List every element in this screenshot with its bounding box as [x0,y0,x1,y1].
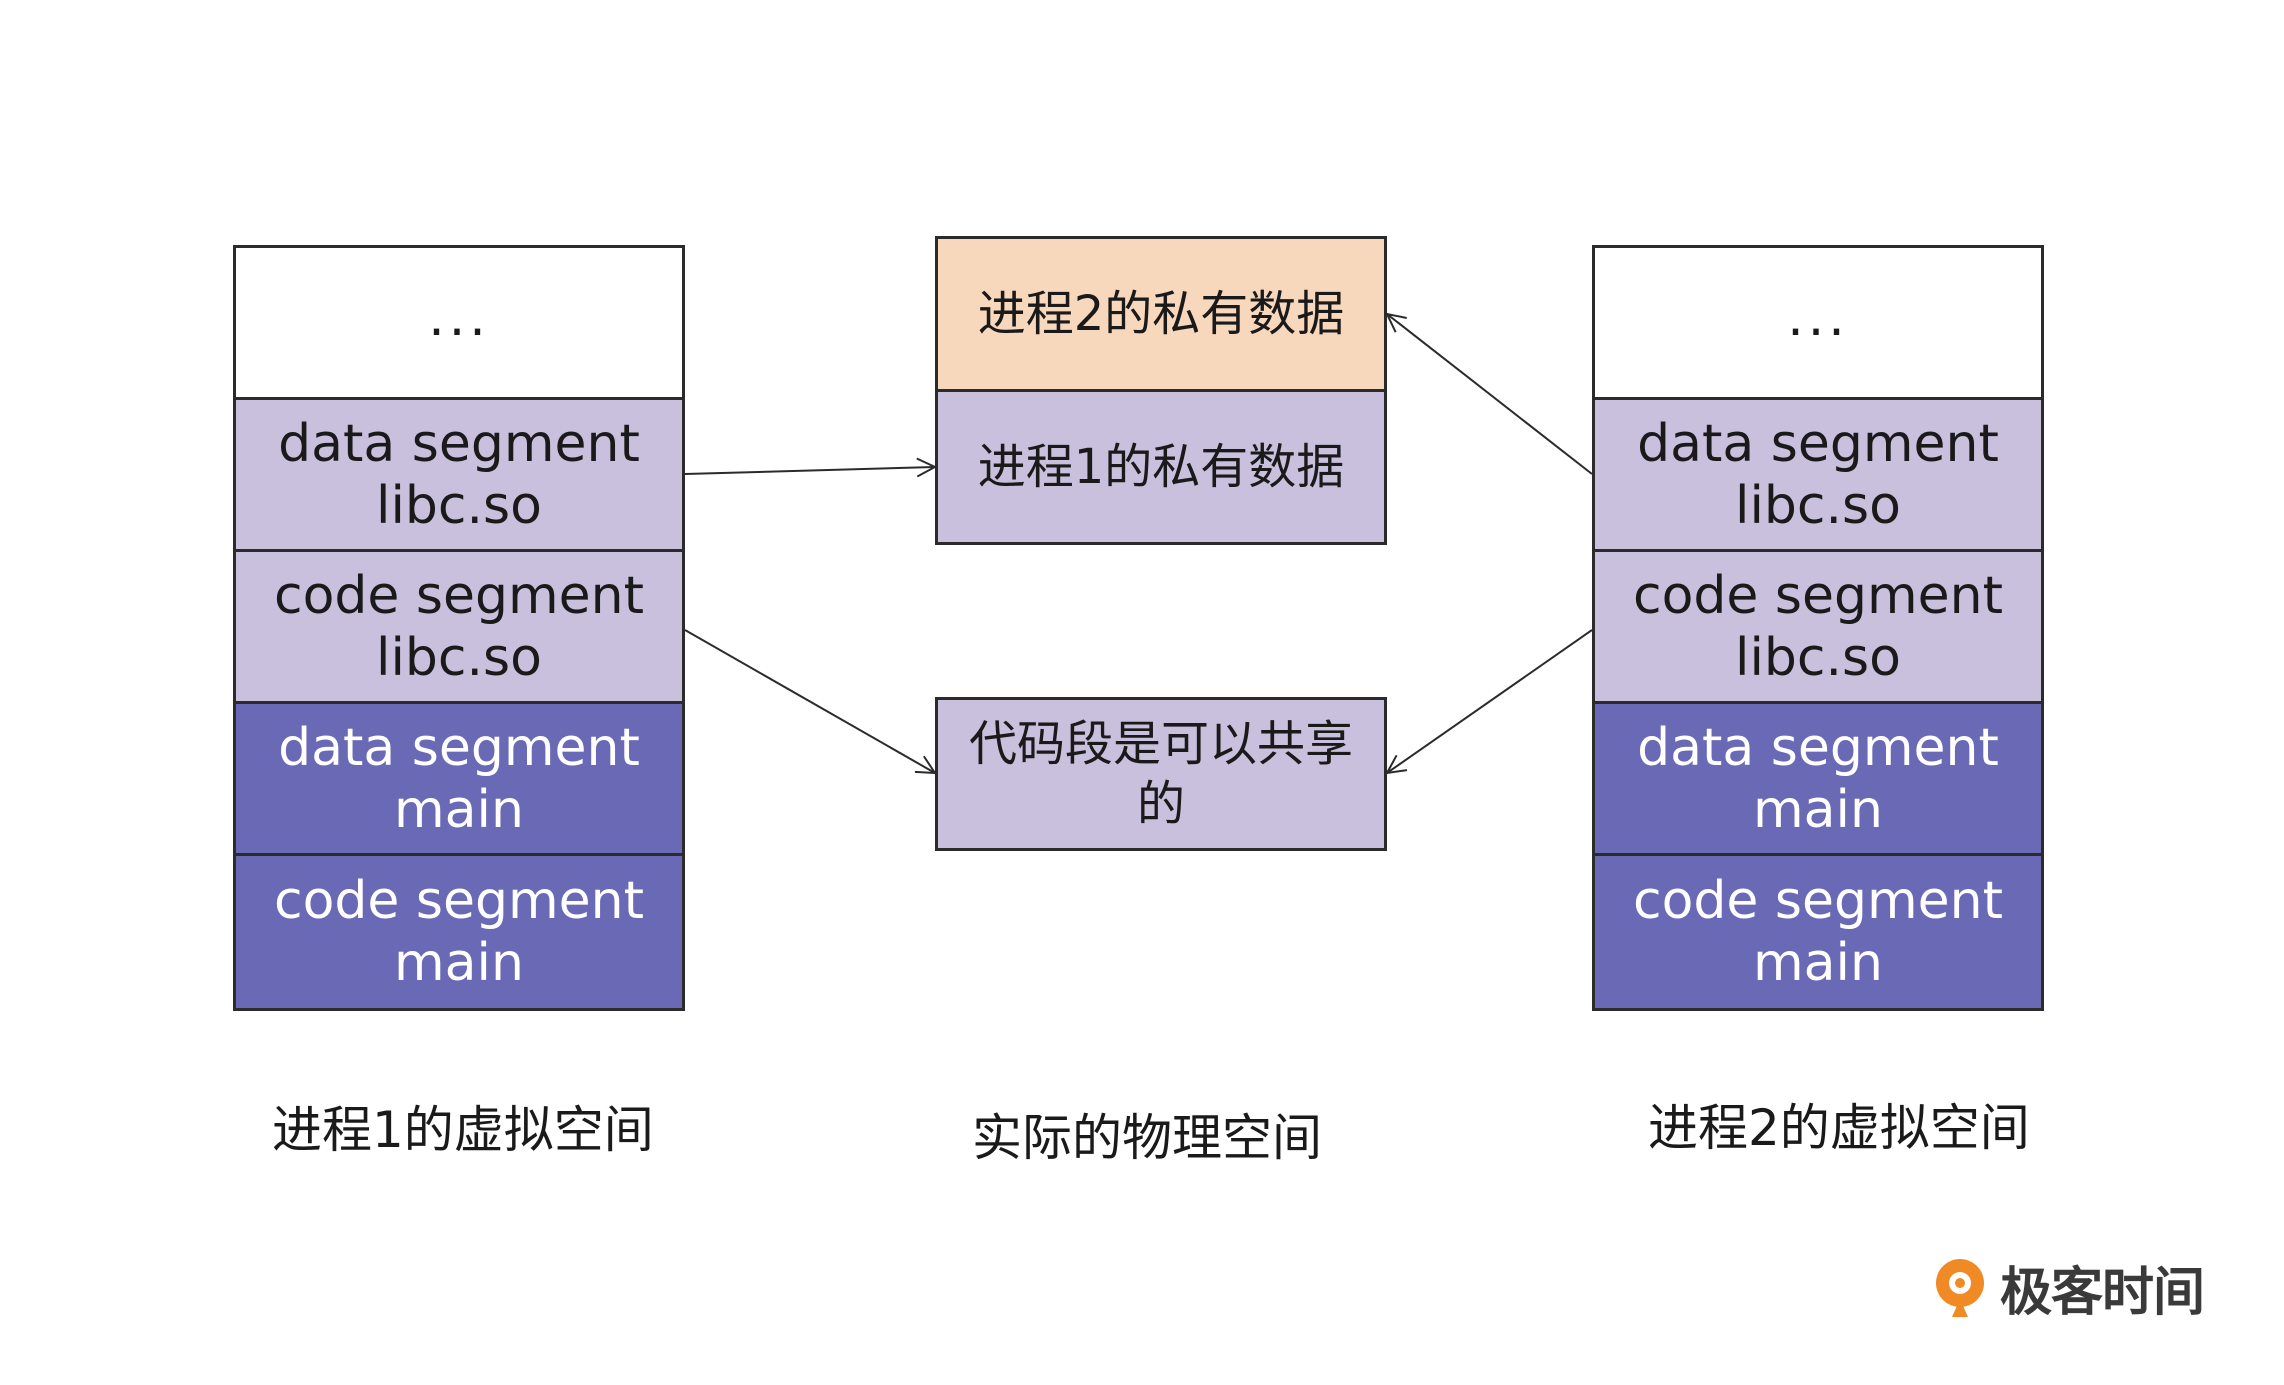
process1-virtual-space: ... data segment libc.so code segment li… [233,245,685,1011]
segment-sublabel: libc.so [376,475,542,536]
physical-shared-label-line2: 的 [1136,776,1185,832]
physical-shared-label: 代码段是可以共享 [968,716,1353,772]
physical-private2-label: 进程2的私有数据 [977,286,1345,342]
segment-sublabel: main [394,933,524,993]
physical-shared-code-block: 代码段是可以共享 的 [935,697,1387,851]
segment-label: ... [428,287,490,348]
physical-private2-block: 进程2的私有数据 [935,236,1387,392]
process2-segment-ellipsis: ... [1595,248,2041,400]
arrow-p2-code-libc-to-shared [1387,629,1593,773]
process2-segment-data-main: data segment main [1595,704,2041,856]
arrow-p1-data-libc-to-private1 [684,467,935,474]
process2-virtual-space: ... data segment libc.so code segment li… [1592,245,2044,1011]
process2-caption: 进程2的虚拟空间 [1648,1099,2030,1157]
segment-label: data segment [278,717,640,778]
arrow-p1-code-libc-to-shared [684,629,935,773]
process2-segment-code-main: code segment main [1595,856,2041,1008]
segment-label: ... [1787,287,1849,348]
physical-caption: 实际的物理空间 [972,1109,1322,1167]
process1-segment-data-main: data segment main [236,704,682,856]
process2-segment-data-libc: data segment libc.so [1595,400,2041,552]
physical-private1-label: 进程1的私有数据 [977,439,1345,495]
segment-sublabel: libc.so [1735,627,1901,688]
process2-segment-code-libc: code segment libc.so [1595,552,2041,704]
segment-label: code segment [273,565,645,626]
segment-label: code segment [273,871,645,931]
segment-label: data segment [278,413,640,474]
process1-segment-code-main: code segment main [236,856,682,1008]
brand-name: 极客时间 [2000,1263,2205,1323]
segment-sublabel: main [1753,933,1883,993]
process1-segment-ellipsis: ... [236,248,682,400]
segment-label: code segment [1632,871,2004,931]
segment-sublabel: main [1753,779,1883,840]
segment-sublabel: main [394,779,524,840]
process1-segment-data-libc: data segment libc.so [236,400,682,552]
process1-caption: 进程1的虚拟空间 [272,1101,654,1159]
segment-label: data segment [1637,717,1999,778]
segment-label: code segment [1632,565,2004,626]
segment-label: data segment [1637,413,1999,474]
geektime-logo-icon [1936,1258,1984,1317]
segment-sublabel: libc.so [1735,475,1901,536]
process1-segment-code-libc: code segment libc.so [236,552,682,704]
brand-logo: 极客时间 [1930,1250,2205,1325]
arrow-p2-data-libc-to-private2 [1387,314,1593,475]
physical-private1-block: 进程1的私有数据 [935,389,1387,545]
segment-sublabel: libc.so [376,627,542,688]
